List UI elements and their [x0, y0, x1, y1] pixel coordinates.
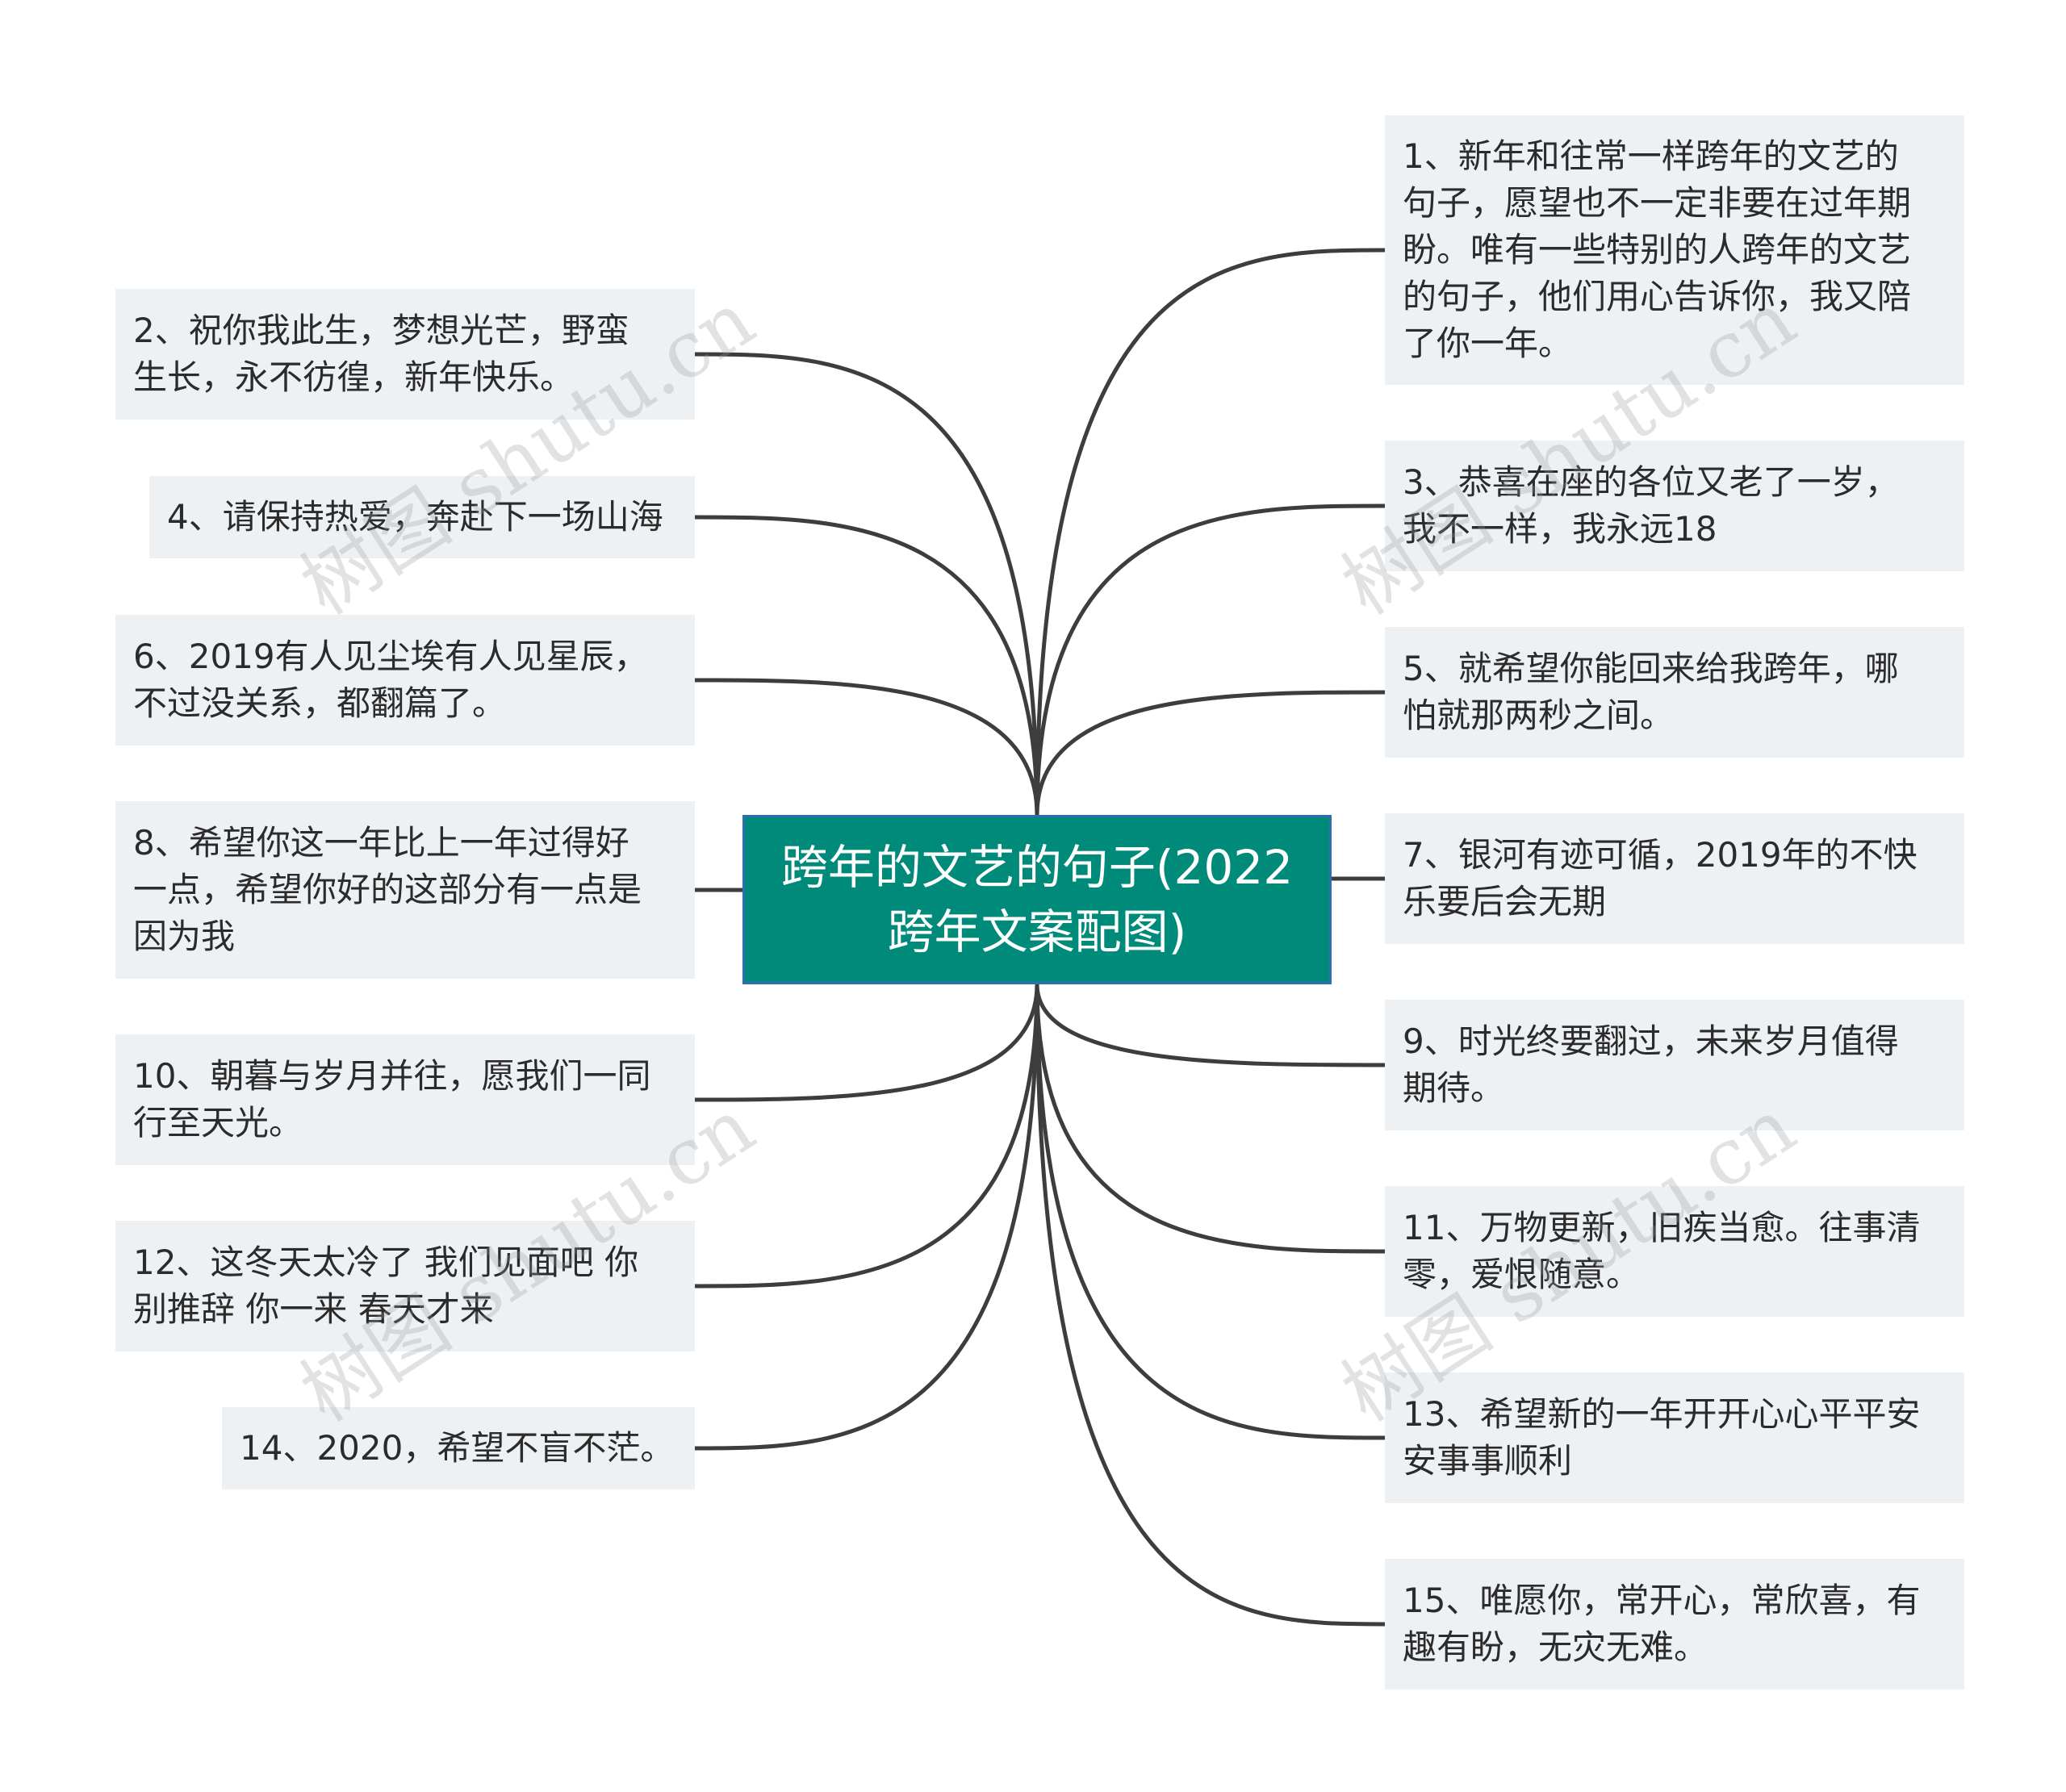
connector-L-0 — [692, 352, 1039, 817]
left-node-14[interactable]: 14、2020，希望不盲不茫。 — [222, 1407, 695, 1489]
connector-R-2 — [1035, 690, 1387, 817]
right-node-1[interactable]: 1、新年和往常一样跨年的文艺的 句子，愿望也不一定非要在过年期 盼。唯有一些特别… — [1385, 115, 1964, 385]
right-node-13[interactable]: 13、希望新的一年开开心心平平安 安事事顺利 — [1385, 1372, 1964, 1503]
right-node-9[interactable]: 9、时光终要翻过，未来岁月值得 期待。 — [1385, 1000, 1964, 1130]
connector-L-2 — [692, 678, 1039, 817]
connector-L-5 — [692, 982, 1039, 1289]
connector-R-0 — [1035, 248, 1387, 817]
left-node-6[interactable]: 6、2019有人见尘埃有人见星辰， 不过没关系，都翻篇了。 — [115, 615, 695, 746]
connector-L-4 — [692, 982, 1039, 1102]
connector-L-1 — [692, 515, 1039, 817]
connector-R-6 — [1035, 982, 1387, 1440]
right-node-7[interactable]: 7、银河有迹可循，2019年的不快 乐要后会无期 — [1385, 813, 1964, 944]
connector-R-1 — [1035, 503, 1387, 817]
right-node-11[interactable]: 11、万物更新，旧疾当愈。往事清 零，爱恨随意。 — [1385, 1186, 1964, 1317]
left-node-8[interactable]: 8、希望你这一年比上一年过得好 一点，希望你好的这部分有一点是 因为我 — [115, 801, 695, 979]
right-node-3[interactable]: 3、恭喜在座的各位又老了一岁， 我不一样，我永远18 — [1385, 441, 1964, 571]
center-topic[interactable]: 跨年的文艺的句子(2022 跨年文案配图) — [742, 815, 1332, 984]
connector-R-5 — [1035, 982, 1387, 1254]
left-node-4[interactable]: 4、请保持热爱，奔赴下一场山海 — [149, 476, 695, 558]
connector-R-7 — [1035, 982, 1387, 1627]
right-node-15[interactable]: 15、唯愿你，常开心，常欣喜，有 趣有盼，无灾无难。 — [1385, 1559, 1964, 1690]
left-node-2[interactable]: 2、祝你我此生，梦想光芒，野蛮 生长，永不彷徨，新年快乐。 — [115, 289, 695, 420]
left-node-12[interactable]: 12、这冬天太冷了 我们见面吧 你 别推辞 你一来 春天才来 — [115, 1221, 695, 1351]
left-node-10[interactable]: 10、朝暮与岁月并往，愿我们一同 行至天光。 — [115, 1034, 695, 1165]
connector-R-4 — [1035, 982, 1387, 1067]
connector-L-6 — [692, 982, 1039, 1451]
right-node-5[interactable]: 5、就希望你能回来给我跨年，哪 怕就那两秒之间。 — [1385, 627, 1964, 758]
